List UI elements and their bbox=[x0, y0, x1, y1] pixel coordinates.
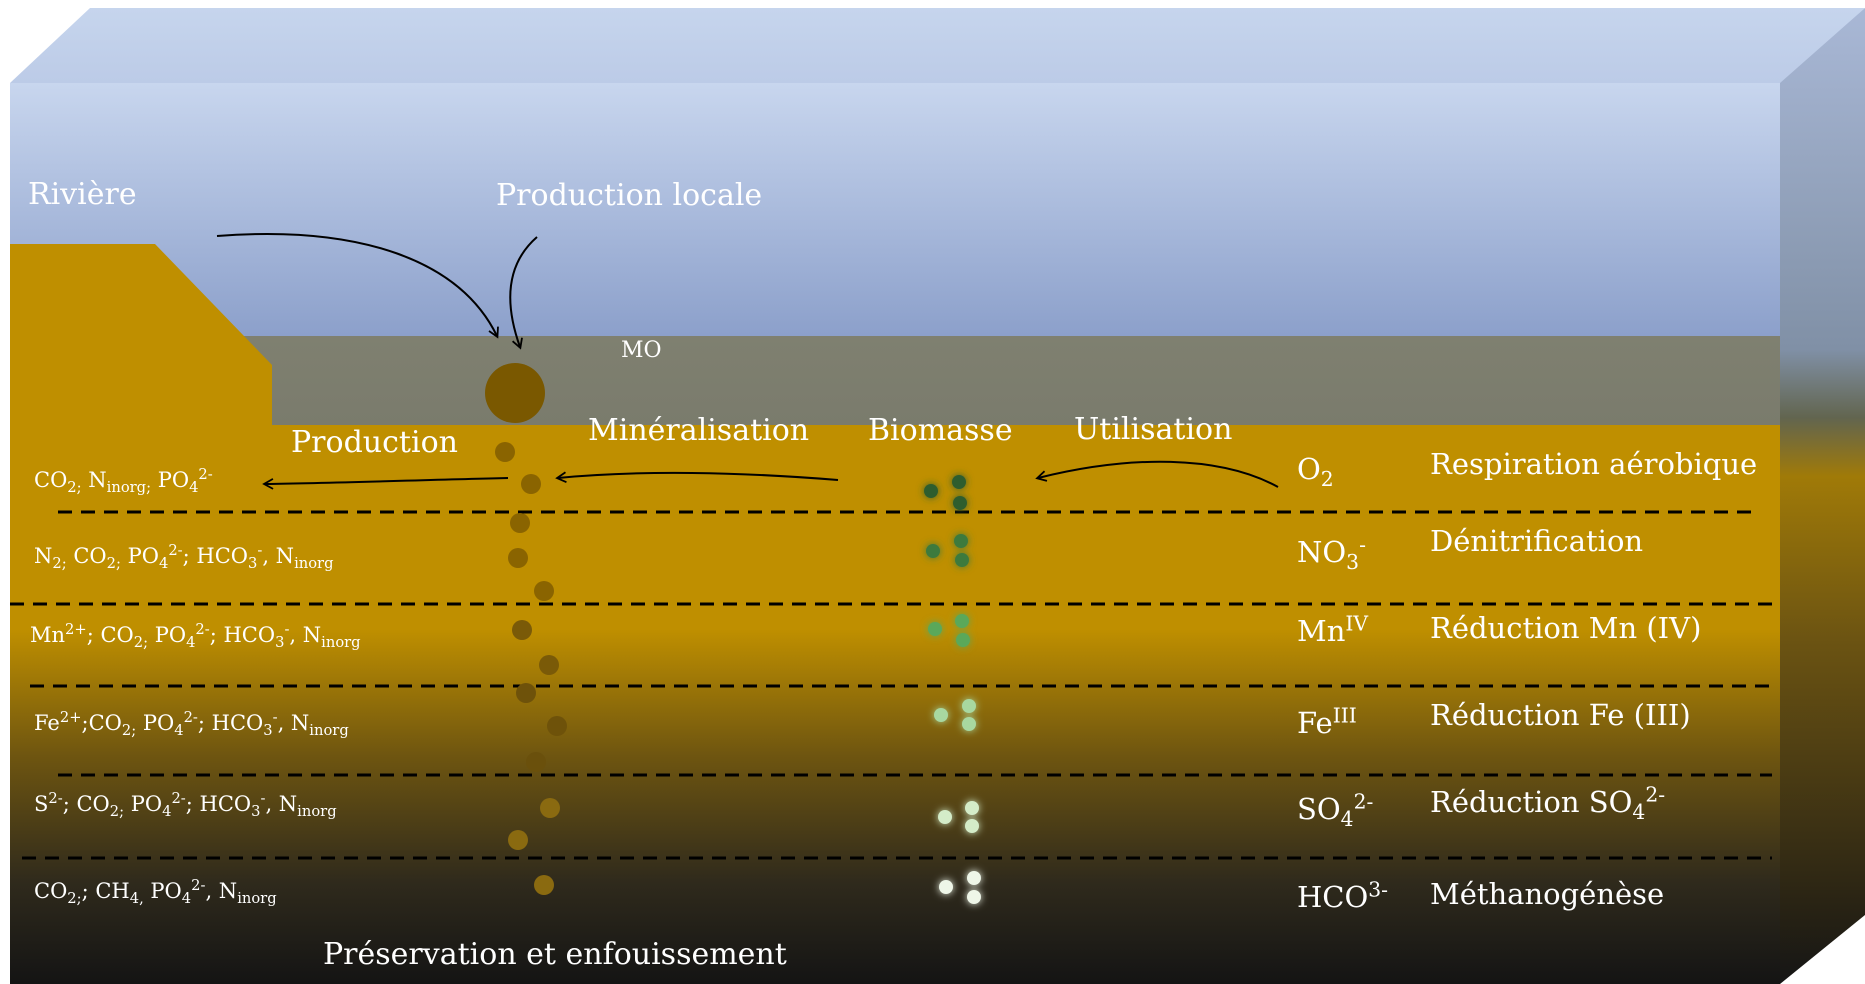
mineralisation-label: Minéralisation bbox=[588, 413, 810, 448]
sediment-column bbox=[10, 478, 1780, 984]
utilisation-arrow bbox=[1035, 460, 1279, 488]
particle bbox=[526, 752, 546, 772]
particle bbox=[534, 581, 554, 601]
particle bbox=[510, 513, 530, 533]
production-arrow bbox=[262, 477, 509, 490]
layer-oxidant-0: O2 bbox=[1297, 452, 1334, 491]
particle bbox=[495, 442, 515, 462]
river-bank bbox=[10, 244, 272, 478]
particle bbox=[521, 474, 541, 494]
box-front-edge bbox=[0, 83, 10, 984]
mineralisation-arrow bbox=[555, 471, 839, 484]
bacteria-group bbox=[938, 801, 979, 833]
layer-oxidant-4: SO42- bbox=[1297, 789, 1374, 831]
local-production-label: Production locale bbox=[496, 178, 763, 213]
layer-oxidant-1: NO3- bbox=[1297, 532, 1366, 574]
layer-process-5: Méthanogénèse bbox=[1430, 877, 1665, 911]
flow-arrows bbox=[216, 233, 1279, 490]
particle bbox=[508, 548, 528, 568]
layer-process-1: Dénitrification bbox=[1430, 524, 1644, 558]
layer-products-1: N2; CO2; PO42-; HCO3-, Ninorg bbox=[34, 542, 334, 573]
organic-matter-particle bbox=[485, 363, 545, 423]
biomass-label: Biomasse bbox=[868, 413, 1013, 448]
bacteria-group bbox=[924, 475, 967, 510]
particle bbox=[534, 875, 554, 895]
layer-products-5: CO2;; CH4, PO42-, Ninorg bbox=[34, 877, 277, 908]
box-side-face bbox=[1780, 8, 1865, 984]
layer-products-2: Mn2+; CO2; PO42-; HCO3-, Ninorg bbox=[30, 621, 361, 652]
preservation-label: Préservation et enfouissement bbox=[323, 937, 787, 972]
particle bbox=[547, 716, 567, 736]
layer-process-2: Réduction Mn (IV) bbox=[1430, 611, 1702, 645]
layer-oxidant-5: HCO3- bbox=[1297, 877, 1389, 914]
box-top-face bbox=[10, 8, 1865, 83]
layer-process-4: Réduction SO42- bbox=[1430, 782, 1666, 824]
layer-process-3: Réduction Fe (III) bbox=[1430, 698, 1691, 732]
layer-products-0: CO2; Ninorg; PO42- bbox=[34, 466, 213, 497]
production-label: Production bbox=[291, 425, 458, 460]
bacteria-group bbox=[928, 614, 970, 647]
layer-products-4: S2-; CO2; PO42-; HCO3-, Ninorg bbox=[34, 790, 337, 821]
river-label: Rivière bbox=[28, 177, 137, 212]
sediment-surface bbox=[272, 425, 1780, 480]
particle bbox=[539, 655, 559, 675]
particle bbox=[512, 620, 532, 640]
sinking-particles bbox=[495, 442, 567, 895]
layer-boundaries bbox=[10, 510, 1780, 860]
bacteria-group bbox=[926, 534, 969, 567]
utilisation-label: Utilisation bbox=[1074, 412, 1233, 447]
water-column bbox=[10, 83, 1780, 340]
particle bbox=[540, 798, 560, 818]
mo-label: MO bbox=[621, 338, 662, 363]
particle bbox=[516, 683, 536, 703]
layer-products-3: Fe2+;CO2; PO42-; HCO3-, Ninorg bbox=[34, 709, 349, 740]
local-production-arrow bbox=[509, 236, 538, 350]
particle bbox=[508, 830, 528, 850]
layer-oxidant-2: MnIV bbox=[1297, 611, 1369, 648]
bacteria-group bbox=[934, 699, 976, 731]
river-arrow bbox=[216, 233, 499, 339]
layer-oxidant-3: FeIII bbox=[1297, 703, 1357, 740]
bacteria-biomass bbox=[924, 475, 981, 904]
bacteria-group bbox=[939, 871, 981, 904]
layer-process-0: Respiration aérobique bbox=[1430, 447, 1758, 481]
